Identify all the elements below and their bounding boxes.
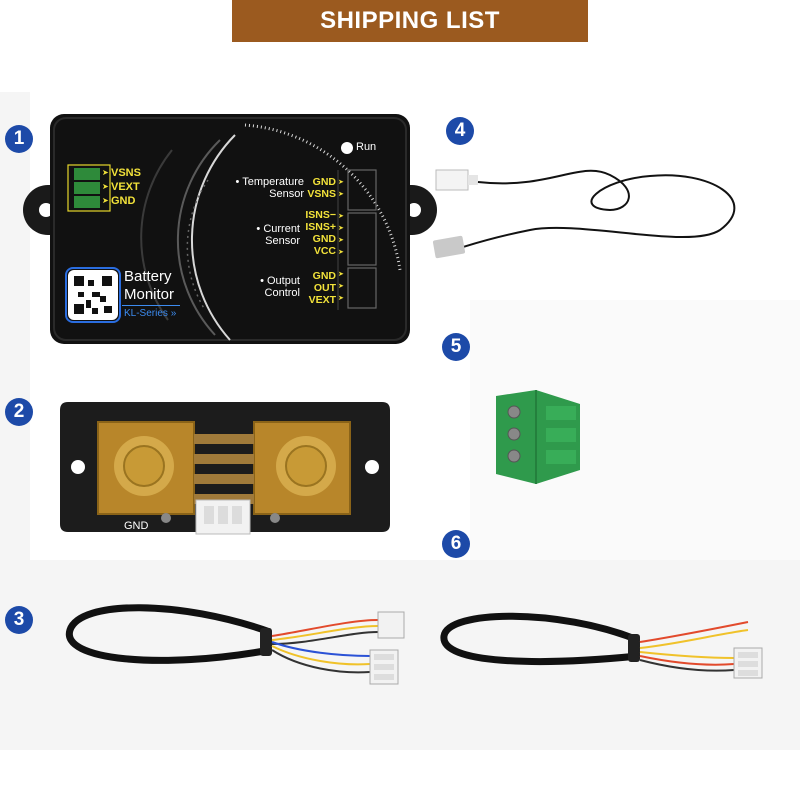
pin-arrow-icon: ➤ <box>338 191 344 198</box>
item-number-3: 3 <box>5 606 33 634</box>
pin-arrow-icon: ➤ <box>338 295 344 302</box>
pin-label-vsns: VSNS <box>307 188 336 200</box>
pin-arrow-icon: ➤ <box>338 283 344 290</box>
pin-label-vext: VEXT <box>308 294 336 306</box>
pin-arrow-icon: ➤ <box>338 225 344 232</box>
series-text: KL-Series <box>124 308 168 319</box>
shipping-list-banner: SHIPPING LIST <box>232 0 588 42</box>
item-number-1: 1 <box>5 125 33 153</box>
pin-arrow-icon: ➤ <box>102 168 109 177</box>
pin-arrow-icon: ➤ <box>338 213 344 220</box>
item-number-2: 2 <box>5 398 33 426</box>
output-control-cable <box>440 612 763 679</box>
current-sensor-cable <box>65 604 405 685</box>
temperature-pins: GND VSNS <box>296 176 336 200</box>
pin-label-vcc: VCC <box>313 245 336 257</box>
pin-label-isns-minus: ISNS− <box>305 209 336 221</box>
item-number-4: 4 <box>446 117 474 145</box>
item-number-5: 5 <box>442 333 470 361</box>
shunt-resistor <box>60 402 390 535</box>
double-chevron-right-icon: » <box>170 308 177 319</box>
temperature-sensor-label: • Temperature Sensor <box>224 176 304 200</box>
monitor-name-line2: Monitor <box>124 286 175 303</box>
left-pin-label-vsns: VSNS <box>111 167 141 179</box>
pin-arrow-icon: ➤ <box>102 182 109 191</box>
pin-label-isns-plus: ISNS+ <box>305 221 336 233</box>
battery-monitor-device <box>23 114 437 344</box>
pin-arrow-icon: ➤ <box>338 237 344 244</box>
temperature-probe <box>432 169 736 259</box>
current-label-line1: • Current <box>256 223 300 235</box>
right-pin-arrows: ➤ ➤ ➤ ➤ ➤ ➤ ➤ ➤ ➤ <box>338 177 344 305</box>
left-pin-label-gnd: GND <box>111 195 136 207</box>
output-label-line1: • Output <box>260 275 300 287</box>
pin-arrow-icon: ➤ <box>338 271 344 278</box>
run-label: Run <box>356 141 377 153</box>
temperature-label-line1: • Temperature <box>235 176 304 188</box>
pin-arrow-icon: ➤ <box>338 249 344 256</box>
pin-arrow-icon: ➤ <box>338 179 344 186</box>
pin-label-out: OUT <box>313 282 336 294</box>
output-pins: GND OUT VEXT <box>296 270 336 306</box>
item-number-6: 6 <box>442 530 470 558</box>
green-terminal-block <box>496 390 580 484</box>
pin-label-gnd: GND <box>312 233 336 245</box>
output-control-label: • Output Control <box>224 275 300 299</box>
current-pins: ISNS− ISNS+ GND VCC <box>296 209 336 257</box>
pin-label-gnd: GND <box>312 270 336 282</box>
left-pin-label-vext: VEXT <box>111 181 140 193</box>
temperature-label-line2: Sensor <box>269 188 304 200</box>
current-sensor-label: • Current Sensor <box>224 223 300 247</box>
monitor-name-line1: Battery <box>124 268 172 285</box>
output-label-line2: Control <box>264 287 300 299</box>
left-pin-arrow: ➤ ➤ ➤ <box>102 166 109 208</box>
pin-arrow-icon: ➤ <box>102 196 109 205</box>
series-label: KL-Series » <box>124 308 176 319</box>
series-underline <box>122 305 180 306</box>
shunt-gnd-label: GND <box>124 520 149 532</box>
current-label-line2: Sensor <box>265 235 300 247</box>
pin-label-gnd: GND <box>312 176 336 188</box>
